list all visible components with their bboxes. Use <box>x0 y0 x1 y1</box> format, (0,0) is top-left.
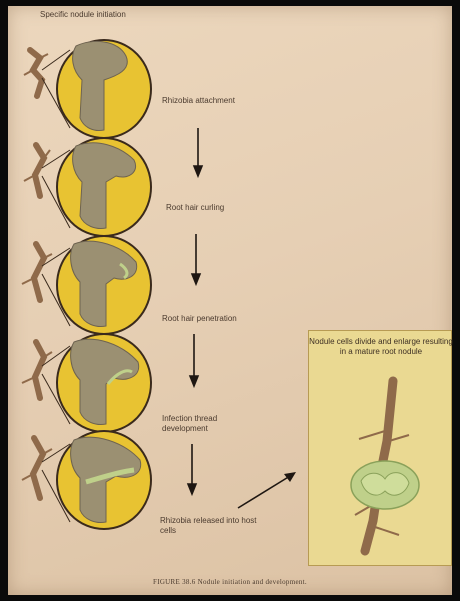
nodule-illustration <box>309 331 453 567</box>
root-segment-1 <box>24 50 48 96</box>
stage-circle-2 <box>57 138 151 236</box>
root-segment-3 <box>22 244 52 300</box>
root-segment-4 <box>22 342 52 398</box>
stage-arrows <box>188 128 202 494</box>
root-segment-2 <box>24 145 50 196</box>
arrow-to-inset <box>238 472 296 508</box>
figure-caption: FIGURE 38.6 Nodule initiation and develo… <box>8 578 452 586</box>
stage-label-5: Rhizobia released into host cells <box>160 516 260 536</box>
stage-circle-5 <box>57 431 151 529</box>
stage-circle-3 <box>57 236 151 334</box>
stage-circle-4 <box>57 334 151 432</box>
mature-nodule-inset: Nodule cells divide and enlarge resultin… <box>308 330 452 566</box>
root-segment-5 <box>22 438 52 498</box>
stage-label-2: Root hair curling <box>166 203 224 213</box>
stage-circle-1 <box>57 40 151 138</box>
diagram-title: Specific nodule initiation <box>40 10 126 19</box>
stage-label-4: Infection thread development <box>162 414 242 434</box>
stage-label-3: Root hair penetration <box>162 314 237 324</box>
stage-label-1: Rhizobia attachment <box>162 96 235 106</box>
